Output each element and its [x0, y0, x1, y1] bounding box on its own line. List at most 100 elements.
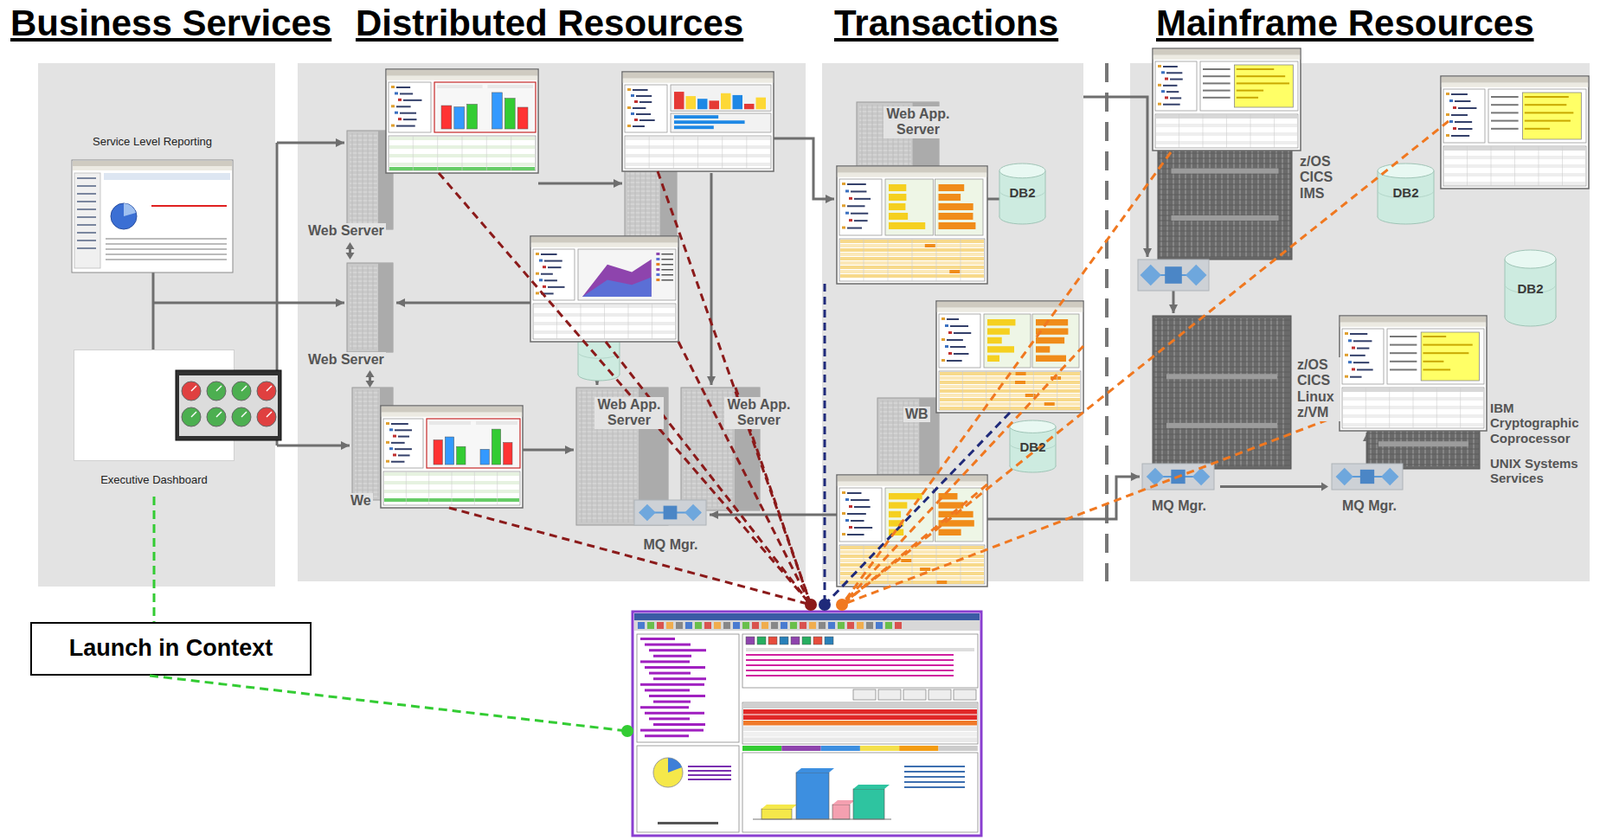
table-gridline — [556, 303, 558, 340]
server-grille — [354, 488, 380, 489]
node-label: z/OS CICS IMS — [1297, 154, 1343, 202]
console-button — [790, 636, 800, 645]
toolbar-icon — [704, 622, 712, 630]
database-top — [999, 163, 1046, 179]
tree-item — [648, 672, 691, 675]
tree-item — [639, 119, 656, 122]
server-grille — [880, 429, 919, 431]
nav-item — [77, 185, 97, 187]
gauge — [206, 381, 226, 401]
severity-bar — [821, 745, 861, 752]
chart-bar — [674, 91, 685, 110]
leader-line — [841, 484, 988, 605]
tree-icon — [1452, 127, 1457, 130]
console-button — [853, 689, 876, 701]
table-gridline — [648, 135, 650, 169]
console-button — [953, 689, 977, 701]
mainframe-stripe — [1158, 210, 1292, 212]
chart-bar-top — [796, 768, 835, 773]
console-button — [745, 636, 755, 645]
chart-bar — [888, 222, 926, 230]
chart-bar — [1236, 68, 1274, 71]
mainframe-stripe — [1158, 184, 1292, 186]
chart-pane — [1200, 61, 1298, 111]
chart-pane — [434, 82, 536, 133]
node-label: MQ Mgr. — [1137, 498, 1221, 515]
tree-item — [547, 266, 562, 269]
screenshot-menubar — [623, 78, 774, 84]
chart-bar — [674, 125, 714, 129]
table-gridline — [962, 371, 964, 411]
database-side — [1433, 170, 1435, 217]
chart-bar-top — [761, 804, 797, 810]
tree-item — [644, 666, 706, 669]
chart-pane — [1387, 328, 1485, 385]
tree-icon — [542, 285, 547, 289]
tree-icon — [1157, 83, 1162, 87]
screenshot-frame — [1440, 76, 1589, 189]
chart-bar — [1035, 337, 1065, 344]
screenshot-table — [533, 303, 676, 340]
table-gridline — [1436, 387, 1438, 429]
screenshot-tree — [1155, 61, 1197, 111]
server-grille — [880, 420, 919, 422]
chart-bar — [503, 442, 513, 465]
screenshot-titlebar — [381, 406, 523, 413]
server-grille — [623, 390, 624, 523]
leader-dot — [804, 598, 817, 611]
note-label: UNIX Systems Services — [1490, 456, 1594, 487]
server-grille — [898, 400, 900, 477]
tree-item — [653, 655, 692, 658]
gauge — [181, 381, 201, 401]
leader-line — [678, 341, 811, 605]
toolbar-icon — [732, 622, 740, 630]
chart-bar — [987, 327, 1010, 335]
wire — [276, 141, 345, 145]
severity-bar — [938, 745, 978, 752]
pie-slice — [123, 203, 136, 217]
tree-item — [391, 423, 409, 425]
tree-item — [950, 346, 966, 348]
mainframe-stripe — [1158, 225, 1292, 227]
table-gridline — [1459, 387, 1461, 429]
tree-item — [1353, 340, 1372, 342]
tree-icon — [1344, 353, 1349, 357]
chart-bar — [938, 193, 962, 201]
server-grille — [627, 212, 660, 214]
server-grille — [887, 400, 889, 477]
chart-bar — [1524, 103, 1568, 106]
tree-icon — [385, 460, 390, 463]
server-grille — [578, 410, 637, 412]
mq-node-symbol — [1336, 468, 1354, 486]
mainframe-stripe — [1368, 459, 1479, 461]
gauge — [257, 381, 277, 401]
toolbar-icon — [666, 622, 674, 630]
event-row — [745, 669, 954, 672]
dashboard-thumbnail — [175, 370, 282, 441]
tree-icon — [1445, 113, 1450, 116]
tree-item — [403, 99, 422, 102]
screenshot-table — [1342, 387, 1485, 429]
leader-line — [438, 173, 811, 605]
mainframe-stripe — [1153, 346, 1291, 347]
chart-bar — [686, 96, 697, 110]
server-grille — [578, 418, 637, 420]
tree-icon — [1445, 92, 1450, 96]
connector — [1220, 485, 1323, 489]
gauge-needle — [241, 411, 247, 418]
node-label: Web App. Server — [594, 397, 664, 430]
mainframe-stripe — [1153, 356, 1291, 358]
server-grille — [691, 390, 693, 508]
chart-bar — [720, 93, 732, 110]
tree-item — [632, 125, 645, 128]
mainframe-stripe — [1153, 335, 1291, 337]
screenshot-menubar — [837, 173, 988, 178]
server-grille — [354, 444, 380, 446]
server-grille — [354, 483, 380, 485]
server-grille — [880, 468, 919, 470]
wire — [153, 302, 345, 305]
chart-bar — [709, 100, 720, 110]
server-grille — [578, 397, 637, 399]
server-grille — [627, 234, 660, 236]
mainframe-stripe — [1153, 460, 1291, 462]
